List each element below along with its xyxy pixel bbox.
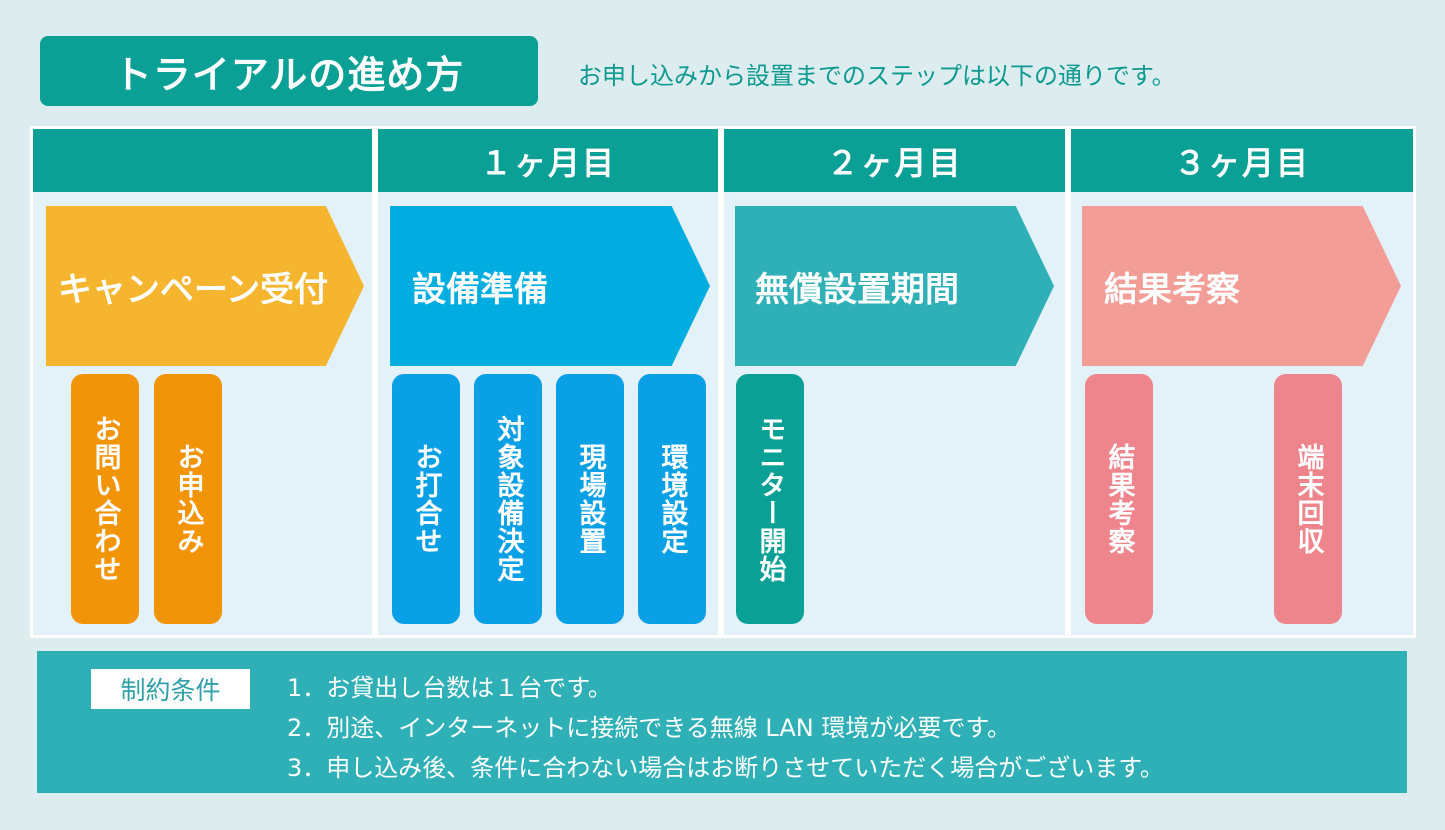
constraints-label: 制約条件 (91, 669, 250, 709)
step-monitor-start: モニター開始 (736, 374, 804, 624)
phase-arrow-installation: 無償設置期間 (735, 206, 1054, 366)
constraint-item: 2．別途、インターネットに接続できる無線 LAN 環境が必要です。 (287, 714, 1011, 742)
phase-arrow-preparation: 設備準備 (390, 206, 710, 366)
page-subtitle: お申し込みから設置までのステップは以下の通りです。 (578, 62, 1176, 90)
constraint-item: 3．申し込み後、条件に合わない場合はお断りさせていただく場合がございます。 (287, 754, 1164, 782)
step-equipment-decision: 対象設備決定 (474, 374, 542, 624)
column-header-month-2: ２ヶ月目 (724, 129, 1065, 192)
timeline-table: １ヶ月目 ２ヶ月目 ３ヶ月目 (30, 126, 1416, 638)
constraints-list: 1．お貸出し台数は１台です。 2．別途、インターネットに接続できる無線 LAN … (287, 668, 1164, 788)
constraint-item: 1．お貸出し台数は１台です。 (287, 674, 612, 702)
step-device-collection: 端末回収 (1274, 374, 1342, 624)
step-label: 結果考察 (1103, 443, 1135, 555)
step-label: 対象設備決定 (492, 415, 524, 583)
phase-label-campaign: キャンペーン受付 (57, 269, 329, 310)
column-header-month-1: １ヶ月目 (378, 129, 718, 192)
column-header-month-3: ３ヶ月目 (1071, 129, 1413, 192)
step-label: モニター開始 (754, 415, 786, 583)
phase-label-installation: 無償設置期間 (755, 269, 959, 310)
step-label: お申込み (172, 443, 204, 555)
step-meeting: お打合せ (392, 374, 460, 624)
step-label: お問い合わせ (89, 415, 121, 583)
constraints-panel (37, 651, 1407, 793)
step-inquiry: お問い合わせ (71, 374, 139, 624)
page-title: トライアルの進め方 (113, 52, 465, 97)
step-onsite-install: 現場設置 (556, 374, 624, 624)
step-environment-setup: 環境設定 (638, 374, 706, 624)
step-label: 端末回収 (1292, 443, 1324, 555)
step-result-review: 結果考察 (1085, 374, 1153, 624)
column-header-blank (33, 129, 372, 192)
step-label: 現場設置 (574, 443, 606, 555)
step-application: お申込み (154, 374, 222, 624)
title-box: トライアルの進め方 (40, 36, 538, 106)
phase-arrow-review: 結果考察 (1082, 206, 1401, 366)
step-label: 環境設定 (656, 443, 688, 555)
phase-arrow-campaign: キャンペーン受付 (46, 206, 364, 366)
step-label: お打合せ (410, 443, 442, 555)
phase-label-review: 結果考察 (1104, 269, 1240, 310)
phase-label-preparation: 設備準備 (412, 269, 548, 310)
